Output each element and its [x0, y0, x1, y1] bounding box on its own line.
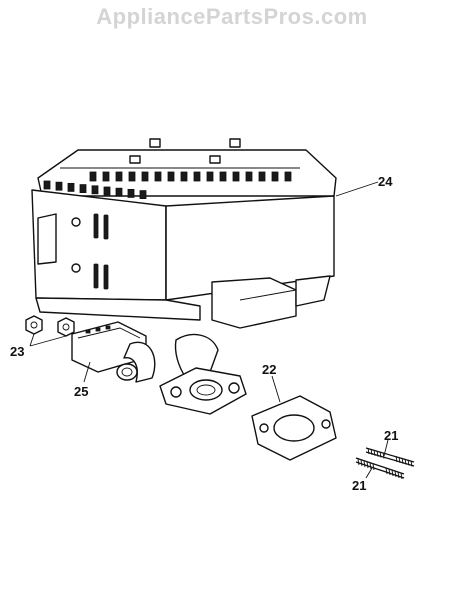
stud-thread — [400, 472, 403, 480]
vent-slot — [102, 171, 110, 182]
vent-slot — [284, 171, 292, 182]
stud-thread — [370, 448, 373, 455]
stud-thread — [367, 447, 370, 455]
stud-thread — [366, 461, 369, 469]
stud-thread — [397, 471, 400, 479]
vent-slot — [193, 171, 201, 182]
vent-slot — [139, 190, 147, 200]
vent-slot — [89, 171, 97, 182]
vent-slot — [128, 171, 136, 182]
vent-slot — [91, 185, 99, 195]
stud-thread — [373, 449, 376, 456]
callout-21-upper: 21 — [384, 428, 398, 443]
vent-slot — [141, 171, 149, 182]
stud-thread — [404, 458, 407, 465]
stud-thread — [376, 450, 379, 457]
vent-slot — [245, 171, 253, 182]
callout-24: 24 — [378, 174, 393, 189]
stud-part-upper[interactable] — [365, 447, 415, 467]
stud-thread — [363, 460, 366, 468]
stud-thread — [360, 459, 363, 467]
muffler-part[interactable] — [0, 138, 337, 329]
vent-slot — [167, 171, 175, 182]
stud-thread — [357, 458, 360, 466]
watermark-text: AppliancePartsPros.com — [96, 4, 368, 29]
vent-slot — [115, 187, 123, 197]
vent-slot — [127, 188, 135, 198]
callout-22: 22 — [262, 362, 276, 377]
stud-thread — [385, 467, 388, 475]
stud-thread — [388, 468, 391, 476]
vent-slot — [55, 181, 63, 191]
stud-thread — [401, 457, 404, 464]
stud-thread — [395, 455, 398, 463]
stud-thread — [398, 456, 401, 463]
stud-thread — [382, 452, 385, 459]
vent-slot — [79, 184, 87, 194]
gasket-part[interactable] — [251, 395, 337, 461]
vent-slot — [180, 171, 188, 182]
stud-thread — [407, 459, 410, 466]
vent-slot — [154, 171, 162, 182]
leader-lines — [29, 181, 389, 479]
nut-part[interactable] — [25, 315, 75, 337]
stud-thread — [394, 470, 397, 478]
vent-slot — [115, 171, 123, 182]
vent-slot — [271, 171, 279, 182]
stud-thread — [410, 460, 413, 467]
stud-thread — [391, 469, 394, 477]
callout-23: 23 — [10, 344, 24, 359]
vent-slot — [206, 171, 214, 182]
vent-slot — [103, 186, 111, 196]
vent-slot — [67, 182, 75, 192]
callout-25: 25 — [74, 384, 88, 399]
stud-part-lower[interactable] — [355, 457, 405, 480]
vent-slot — [232, 171, 240, 182]
stud-thread — [369, 462, 372, 470]
vent-slot — [258, 171, 266, 182]
vent-slot — [219, 171, 227, 182]
stud-thread — [379, 451, 382, 458]
callout-21-lower: 21 — [352, 478, 366, 493]
exhaust-flange-part[interactable] — [71, 321, 156, 383]
vent-slot — [43, 180, 51, 190]
exhaust-port-part — [159, 333, 247, 415]
stud-thread — [372, 463, 375, 471]
